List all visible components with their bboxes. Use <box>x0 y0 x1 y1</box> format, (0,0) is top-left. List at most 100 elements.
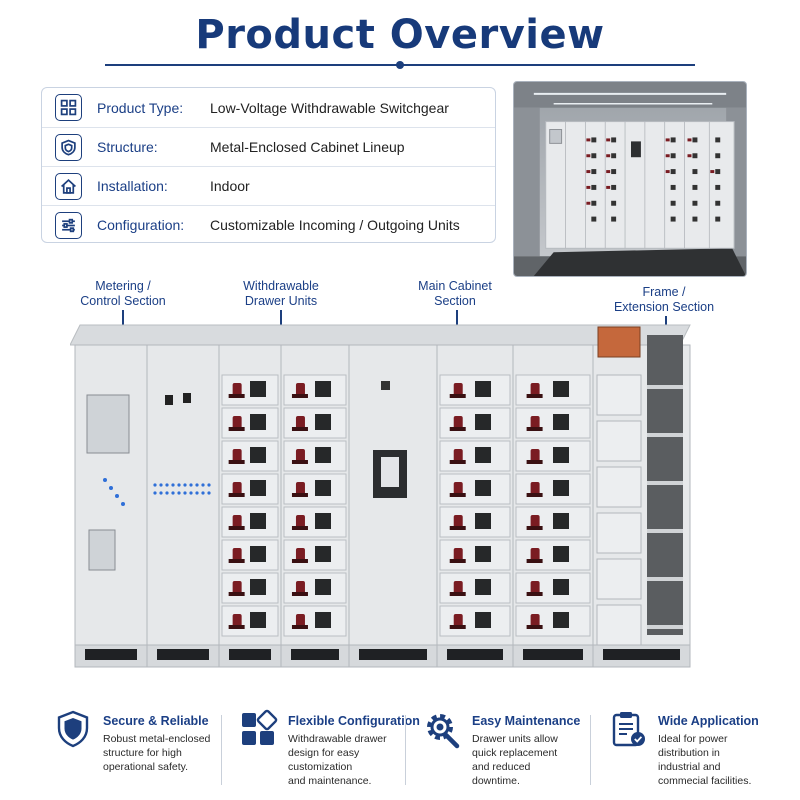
callout-line1: Main Cabinet <box>418 279 492 293</box>
frame-side-panel <box>596 558 642 600</box>
spec-value: Customizable Incoming / Outgoing Units <box>210 217 460 233</box>
drawer-switch <box>475 513 491 529</box>
drawer-handle-base <box>228 427 245 431</box>
indicator-light <box>177 491 181 495</box>
feature-line: Robust metal-enclosed <box>103 733 211 745</box>
gear-wrench-icon <box>427 714 460 749</box>
feature-strip: Secure & Reliable Robust metal-enclosed … <box>0 705 800 800</box>
house-icon <box>55 172 82 200</box>
main-breaker-handle <box>381 457 399 487</box>
drawer-handle-base <box>291 526 308 530</box>
spec-label: Product Type: <box>97 99 184 116</box>
cabinet-vent <box>229 649 271 660</box>
modules-icon <box>242 709 278 745</box>
feature-line: downtime. <box>472 775 520 787</box>
feature-text: Withdrawable drawer design for easy cust… <box>288 732 418 788</box>
indicator-light <box>153 483 157 487</box>
drawer-switch <box>553 513 569 529</box>
drawer-switch <box>553 579 569 595</box>
drawer-handle-base <box>291 427 308 431</box>
control-switch <box>165 395 173 405</box>
frame-rail <box>647 433 683 437</box>
feature-line: operational safety. <box>103 761 189 773</box>
callout-main-cabinet: Main Cabinet Section <box>400 279 510 309</box>
indicator-light <box>153 491 157 495</box>
spec-label: Installation: <box>97 178 168 194</box>
drawer-switch <box>250 513 266 529</box>
drawer-switch <box>475 414 491 430</box>
page-title: Product Overview <box>195 12 605 58</box>
indicator-light <box>189 483 193 487</box>
drawer-switch <box>475 612 491 628</box>
feature-divider <box>405 715 406 785</box>
drawer-switch <box>250 447 266 463</box>
callout-line2: Drawer Units <box>244 294 318 308</box>
drawer-switch <box>250 414 266 430</box>
feature-divider <box>590 715 591 785</box>
callout-withdrawable-drawers: Withdrawable Drawer Units <box>226 279 336 309</box>
feature-line: quick replacement <box>472 747 558 759</box>
frame-side-panel <box>596 374 642 416</box>
busbar-section <box>597 326 641 358</box>
callout-line1: Withdrawable <box>243 279 319 293</box>
drawer-panel <box>439 374 511 406</box>
feature-line: industrial and <box>658 761 721 773</box>
drawer-handle-base <box>291 460 308 464</box>
drawer-handle-base <box>526 592 543 596</box>
indicator-light <box>115 494 119 498</box>
indicator-light <box>165 491 169 495</box>
drawer-switch <box>475 579 491 595</box>
spec-label: Configuration: <box>97 217 185 233</box>
installation-photo <box>513 81 747 277</box>
feature-secure-reliable: Secure & Reliable Robust metal-enclosed … <box>53 705 233 795</box>
drawer-switch <box>315 513 331 529</box>
feature-line: customization <box>288 761 353 773</box>
cabinet-vent <box>359 649 427 660</box>
drawer-switch <box>250 612 266 628</box>
meter-window <box>86 394 130 454</box>
drawer-handle-base <box>291 625 308 629</box>
drawer-switch <box>250 381 266 397</box>
spec-row-structure: Structure: Metal-Enclosed Cabinet Lineup <box>42 127 495 166</box>
drawer-handle-base <box>291 394 308 398</box>
drawer-handle-base <box>449 460 466 464</box>
drawer-handle-base <box>449 625 466 629</box>
feature-wide-application: Wide Application Ideal for power distrib… <box>608 705 788 795</box>
frame-rail <box>647 385 683 389</box>
callout-line2: Control Section <box>80 294 166 308</box>
drawer-handle-base <box>449 559 466 563</box>
feature-line: structure for high <box>103 747 182 759</box>
drawer-switch <box>475 546 491 562</box>
frame-rail <box>647 529 683 533</box>
drawer-switch <box>553 414 569 430</box>
indicator-light <box>207 491 211 495</box>
drawer-handle-base <box>291 592 308 596</box>
drawer-handle-base <box>449 592 466 596</box>
cabinet-column <box>146 344 220 646</box>
drawer-handle-base <box>449 394 466 398</box>
drawer-handle-base <box>526 493 543 497</box>
switchgear-lineup-illustration <box>70 305 700 700</box>
drawer-handle-base <box>228 625 245 629</box>
drawer-panel <box>221 473 279 505</box>
callout-frame-extension: Frame / Extension Section <box>602 285 726 315</box>
drawer-switch <box>315 414 331 430</box>
cabinet-column <box>74 344 148 646</box>
spec-card: Product Type: Low-Voltage Withdrawable S… <box>41 87 496 243</box>
feature-text: Robust metal-enclosed structure for high… <box>103 732 233 774</box>
indicator-light <box>171 491 175 495</box>
shield-check-icon <box>57 710 89 748</box>
indicator-light <box>195 491 199 495</box>
meter-window <box>88 529 116 571</box>
frame-side-panel <box>596 466 642 508</box>
shield-icon <box>55 133 82 161</box>
drawer-switch <box>553 447 569 463</box>
feature-line: design for easy <box>288 747 360 759</box>
spec-value: Indoor <box>210 178 250 194</box>
drawer-switch <box>315 381 331 397</box>
indicator-light <box>207 483 211 487</box>
indicator-light <box>201 483 205 487</box>
callout-line2: Section <box>434 294 476 308</box>
indicator-light <box>109 486 113 490</box>
feature-line: and maintenance. <box>288 775 372 787</box>
